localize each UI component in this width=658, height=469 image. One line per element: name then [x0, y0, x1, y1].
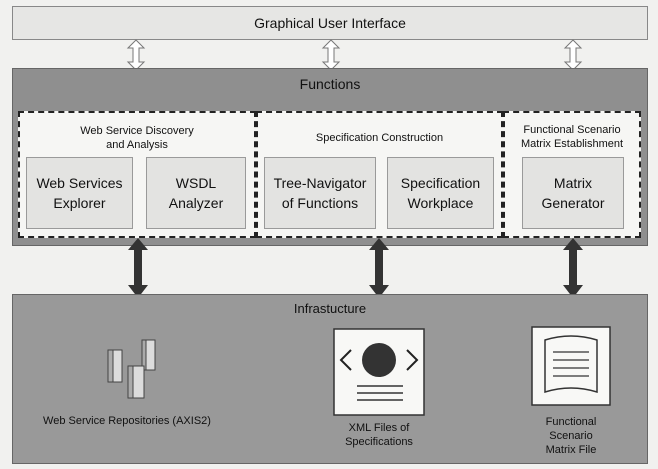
label-web-service-repositories: Web Service Repositories (AXIS2)	[43, 415, 211, 427]
infrastructure-title: Infrastucture	[293, 301, 367, 316]
module-specification-workplace[interactable]: Specification Workplace	[387, 157, 494, 229]
module-matrix-generator[interactable]: Matrix Generator	[522, 157, 624, 229]
gui-label: Graphical User Interface	[254, 15, 406, 31]
infra-arrow-right	[563, 238, 583, 298]
gui-bar: Graphical User Interface	[12, 6, 648, 40]
matrix-file-icon	[531, 326, 611, 406]
label-xml-files: XML Files of Specifications	[345, 422, 413, 448]
infra-arrow-left	[128, 238, 148, 298]
group-title-construction: Specification Construction	[315, 132, 444, 144]
label-matrix-file: Functional Scenario Matrix File	[545, 416, 597, 456]
group-title-matrix: Functional Scenario Matrix Establishment	[520, 124, 624, 150]
module-wsdl-analyzer[interactable]: WSDL Analyzer	[146, 157, 246, 229]
module-tree-navigator[interactable]: Tree-Navigator of Functions	[264, 157, 376, 229]
functions-title: Functions	[299, 76, 361, 92]
group-title-discovery: Web Service Discovery and Analysis	[80, 125, 194, 151]
xml-document-icon	[333, 328, 425, 416]
infra-arrow-middle	[369, 238, 389, 298]
server-icon	[107, 339, 156, 399]
module-web-services-explorer[interactable]: Web Services Explorer	[26, 157, 133, 229]
